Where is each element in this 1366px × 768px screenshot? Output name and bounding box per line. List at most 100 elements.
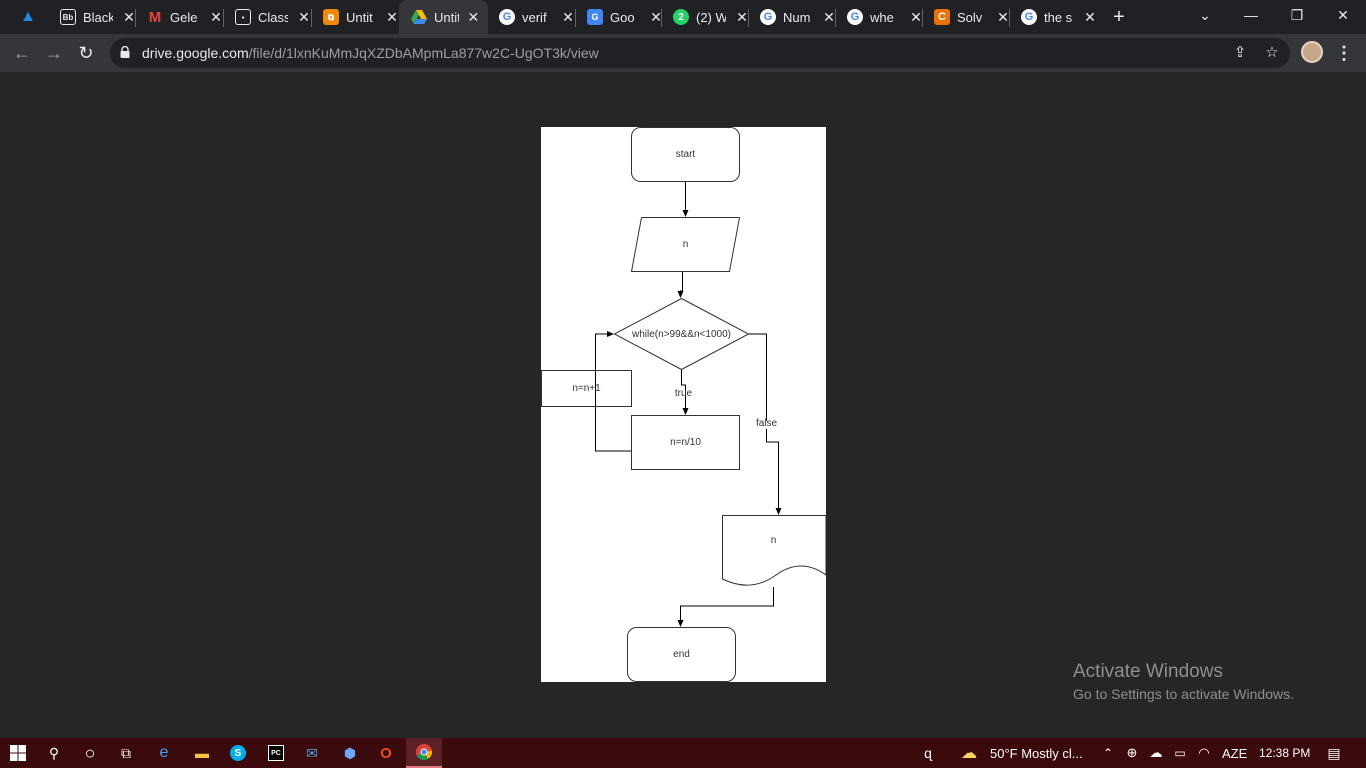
tab-10[interactable]: G whe ✕ xyxy=(835,4,932,30)
while-decision xyxy=(613,297,750,371)
close-icon[interactable]: ✕ xyxy=(823,8,835,25)
tab-title: whe xyxy=(870,9,894,25)
mail-icon[interactable]: ✉ xyxy=(306,744,318,761)
tab-1[interactable]: Bb Black ✕ xyxy=(48,4,145,30)
close-icon[interactable]: ✕ xyxy=(210,8,222,25)
body-process xyxy=(631,415,740,470)
blackboard-bb-icon: Bb xyxy=(60,9,76,25)
forward-arrow-icon[interactable]: → xyxy=(45,43,63,63)
close-icon[interactable]: ✕ xyxy=(910,8,922,25)
bookmark-star-icon[interactable]: ☆ xyxy=(1265,44,1279,61)
address-bar[interactable]: drive.google.com/file/d/1lxnKuMmJqXZDbAM… xyxy=(110,38,1290,68)
google-icon: G xyxy=(499,9,515,25)
3d-viewer-icon[interactable]: ⬢ xyxy=(343,744,357,761)
close-icon[interactable]: ✕ xyxy=(736,8,748,25)
close-icon[interactable]: ✕ xyxy=(467,8,480,25)
increment-process xyxy=(541,370,632,407)
wifi-icon[interactable]: ◠ xyxy=(1198,745,1210,760)
close-icon[interactable]: ✕ xyxy=(562,8,574,25)
body-label: n=n/10 xyxy=(670,437,701,448)
false-label: false xyxy=(756,418,778,429)
blackboard-logo-icon: ▲ xyxy=(20,8,36,25)
true-label: true xyxy=(675,388,693,399)
condition-label: while(n>99&&n<1000) xyxy=(631,329,731,340)
google-icon: G xyxy=(760,9,776,25)
end-label: end xyxy=(673,649,690,660)
start-label: start xyxy=(676,149,696,160)
tab-8[interactable]: 2 (2) W ✕ xyxy=(661,4,758,30)
reload-icon[interactable]: ↻ xyxy=(78,43,94,63)
end-terminal xyxy=(627,627,736,682)
file-explorer-icon[interactable]: ▬ xyxy=(195,745,209,761)
windows-taskbar: ⚲ ○ ⧉ e ▬ S PC ✉ ⬢ O ɋ ☁ 50°F Mostly cl.… xyxy=(0,738,1366,768)
tab-title: Goo xyxy=(610,9,635,25)
tab-title: verif xyxy=(522,9,547,25)
tab-title: Gele xyxy=(170,9,198,25)
new-tab-button[interactable]: + xyxy=(1113,6,1125,28)
onedrive-icon[interactable]: ☁ xyxy=(1149,745,1163,760)
windows-start-icon[interactable] xyxy=(6,741,30,765)
weather-text[interactable]: 50°F Mostly cl... xyxy=(990,746,1083,761)
increment-label: n=n+1 xyxy=(572,383,601,394)
tab-4[interactable]: ⧉ Untit ✕ xyxy=(311,4,408,30)
chrome-icon[interactable] xyxy=(406,738,442,768)
chevron-up-icon[interactable]: ⌃ xyxy=(1102,746,1114,760)
clock-time[interactable]: 12:38 PM xyxy=(1259,746,1311,760)
close-icon[interactable]: ✕ xyxy=(386,8,398,25)
tab-search-chevron-icon[interactable]: ⌄ xyxy=(1199,7,1211,23)
tab-11[interactable]: C Solv ✕ xyxy=(922,4,1019,30)
tab-6[interactable]: G verif ✕ xyxy=(487,4,584,30)
classroom-icon: ▪ xyxy=(235,9,251,25)
office-icon[interactable]: O xyxy=(380,744,392,762)
restore-button[interactable]: ❐ xyxy=(1290,7,1304,23)
language-indicator[interactable]: AZE xyxy=(1222,746,1248,761)
task-view-icon[interactable]: ⧉ xyxy=(121,744,131,761)
search-icon[interactable]: ⚲ xyxy=(48,744,60,761)
close-icon[interactable]: ✕ xyxy=(1084,8,1096,25)
input-parallelogram xyxy=(630,217,741,272)
tab-title: Untit xyxy=(434,9,459,25)
tab-3[interactable]: ▪ Class ✕ xyxy=(223,4,320,30)
close-icon[interactable]: ✕ xyxy=(997,8,1009,25)
more-menu-icon[interactable]: ⋮ xyxy=(1335,43,1353,63)
flowchart-page: start n while(n>99&&n<1000) true false n… xyxy=(541,127,826,682)
google-drive-icon xyxy=(411,9,427,25)
tab-title: (2) W xyxy=(696,9,726,25)
skype-icon[interactable]: S xyxy=(226,741,250,765)
whatsapp-icon: 2 xyxy=(673,9,689,25)
edge-icon[interactable]: e xyxy=(159,744,169,761)
activate-windows-subtitle: Go to Settings to activate Windows. xyxy=(1073,686,1294,702)
tab-title: Untit xyxy=(346,9,373,25)
back-arrow-icon[interactable]: ← xyxy=(13,43,31,63)
google-icon: G xyxy=(847,9,863,25)
input-label: n xyxy=(683,239,689,250)
profile-avatar[interactable] xyxy=(1301,41,1323,63)
document-viewer: start n while(n>99&&n<1000) true false n… xyxy=(0,72,1366,738)
people-icon[interactable]: ɋ xyxy=(924,745,932,761)
tab-12[interactable]: G the s ✕ xyxy=(1009,4,1106,30)
tab-2[interactable]: M Gele ✕ xyxy=(135,4,232,30)
pycharm-icon[interactable]: PC xyxy=(264,741,288,765)
close-icon[interactable]: ✕ xyxy=(298,8,310,25)
close-window-button[interactable]: ✕ xyxy=(1337,7,1349,23)
gmail-icon: M xyxy=(148,8,162,26)
tab-9[interactable]: G Num ✕ xyxy=(748,4,845,30)
url-text[interactable]: drive.google.com/file/d/1lxnKuMmJqXZDbAM… xyxy=(142,45,599,61)
tab-7[interactable]: G Goo ✕ xyxy=(575,4,672,30)
close-icon[interactable]: ✕ xyxy=(123,8,135,25)
tab-blackboard-app[interactable]: ▲ xyxy=(8,4,51,30)
start-terminal xyxy=(631,127,740,182)
cortana-icon[interactable]: ○ xyxy=(84,742,96,763)
minimize-button[interactable]: — xyxy=(1244,7,1258,23)
tab-5-active[interactable]: Untit ✕ xyxy=(399,0,488,34)
notifications-icon[interactable]: ▤ xyxy=(1327,744,1341,761)
tab-strip: ▲ Bb Black ✕ M Gele ✕ ▪ Class ✕ ⧉ Untit … xyxy=(0,0,1366,34)
weather-cloud-icon[interactable]: ☁ xyxy=(961,745,977,762)
share-icon[interactable]: ⇪ xyxy=(1233,44,1247,61)
battery-icon[interactable]: ▭ xyxy=(1174,746,1186,760)
tab-title: Num xyxy=(783,9,811,25)
activate-windows-title: Activate Windows xyxy=(1073,661,1223,682)
meet-now-icon[interactable]: ⊕ xyxy=(1126,745,1138,760)
flowchart-diagram: start n while(n>99&&n<1000) true false n… xyxy=(541,127,826,682)
close-icon[interactable]: ✕ xyxy=(650,8,662,25)
